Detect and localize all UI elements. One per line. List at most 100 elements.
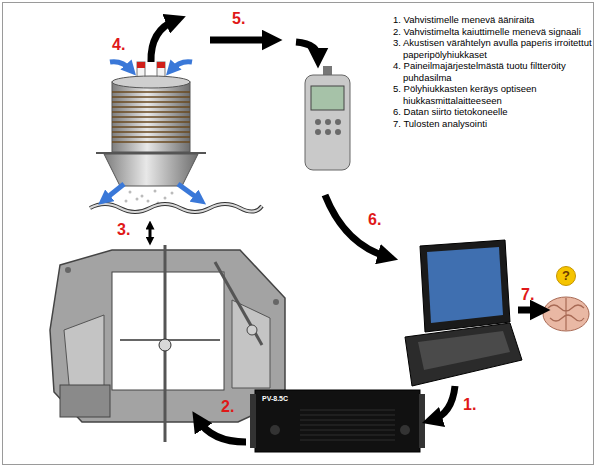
amplifier-handle [419,394,425,448]
step-description: 6. Datan siirto tietokoneelle [393,106,593,118]
step-arrow [432,386,455,420]
laptop-keyboard [418,331,510,370]
paper-sheet-face [90,204,262,212]
laptop-screen [427,247,503,323]
art-part [171,192,174,195]
art-part [112,126,190,127]
art-part [112,131,190,132]
art-part [300,430,395,431]
rig-bar [120,339,220,341]
step-description: 4. Paineilmajärjestelmästä tuotu filtter… [393,60,593,83]
amplifier-knob [270,425,280,435]
counter-screen [311,86,344,110]
amplifier-handle [250,394,256,448]
art-part [315,129,321,135]
callout-number: 2. [221,398,234,416]
art-part [335,129,341,135]
art-part [112,121,190,122]
callout-number: 4. [112,36,125,54]
art-part [141,195,144,198]
step-arrow [518,307,540,314]
amplifier-grille [300,410,395,440]
art-part [136,198,139,201]
amplifier-knob [400,425,410,435]
step-description: 3. Akustisen värähtelyn avulla paperis i… [393,37,593,60]
callout-number: 3. [117,221,130,239]
badge-text: ? [562,269,570,283]
amplifier-body [255,390,420,452]
pipe-tip [137,62,145,68]
art-part [300,420,395,421]
brain-shape [543,297,589,331]
frame [3,3,594,465]
art-part [164,197,167,200]
air-out-arrow [178,184,200,200]
cone [104,154,198,186]
rig-box [60,385,110,417]
coil-rings [112,92,190,142]
art-part [112,106,190,107]
art-part [154,190,157,193]
step-arrow [296,42,318,58]
art-part [129,191,132,194]
art-part [325,129,331,135]
step-description: 7. Tulosten analysointi [393,118,593,130]
rig-clamp [159,339,171,351]
step-arrow [325,195,388,257]
brain [543,297,589,331]
air-in-arrow [110,62,131,70]
step-description: 5. Pölyhiukkasten keräys optiseen hiukka… [393,83,593,106]
dust-chamber [90,62,262,212]
step-description: 2. Vahvistimelta kaiuttimelle menevä sig… [393,26,593,38]
vibration-arrow [149,225,152,241]
art-part [325,119,331,125]
step-description: 1. Vahvistimelle menevä ääniraita [393,14,593,26]
rig-bolt [65,267,71,273]
paper-sheet [90,204,262,212]
particle-counter [305,66,350,170]
step-list: 1. Vahvistimelle menevä ääniraita2. Vahv… [393,14,593,129]
cylinder-top [112,76,190,88]
brain-folds [548,298,584,330]
air-arrows [104,62,200,200]
art-part [147,200,150,203]
callout-number: 6. [368,211,381,229]
callout-number: 1. [463,396,476,414]
laptop-base [405,323,522,386]
model-label: PV-8.5C [262,395,288,403]
art-part [335,119,341,125]
art-part [112,116,190,117]
art-part [300,415,395,416]
exhaust-arrow [151,20,176,62]
laptop [405,240,522,386]
art-part [112,111,190,112]
air-in-arrow [171,62,192,70]
laptop-screen-frame [420,240,510,332]
rig-side-plate [64,315,104,395]
pipe-tip [157,62,165,68]
rig-frame [50,250,285,422]
rig-bolt [273,299,279,305]
art-part [112,96,190,97]
cylinder-body [112,82,190,152]
art-part [300,410,395,411]
art-part [112,101,190,102]
art-part [112,136,190,137]
rig-side-plate [232,300,270,388]
art-part [112,141,190,142]
test-rig [50,245,285,442]
rig-window [112,272,224,390]
amplifier [250,390,425,452]
air-out-arrow [104,184,124,200]
art-part [315,119,321,125]
art-part [300,425,395,426]
art-part [125,200,128,203]
callout-number: 7. [521,286,534,304]
step-arrow [210,37,272,44]
art-part [112,91,190,92]
rig-arm [215,262,262,345]
counter-buttons [315,119,341,135]
art-part [300,435,395,436]
step-arrow [198,420,246,442]
